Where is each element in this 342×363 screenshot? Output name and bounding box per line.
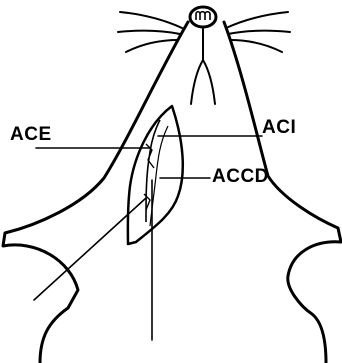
mouth (191, 28, 215, 104)
diagonal-leader (34, 198, 146, 300)
left-contour (3, 22, 188, 363)
label-ace: ACE (10, 124, 52, 145)
right-contour (224, 22, 341, 363)
nose-icon (190, 7, 216, 27)
incision-outline (128, 106, 183, 244)
incision (128, 106, 183, 244)
body-outline (3, 22, 341, 363)
label-accd: ACCD (212, 166, 269, 187)
label-aci: ACI (262, 117, 296, 138)
